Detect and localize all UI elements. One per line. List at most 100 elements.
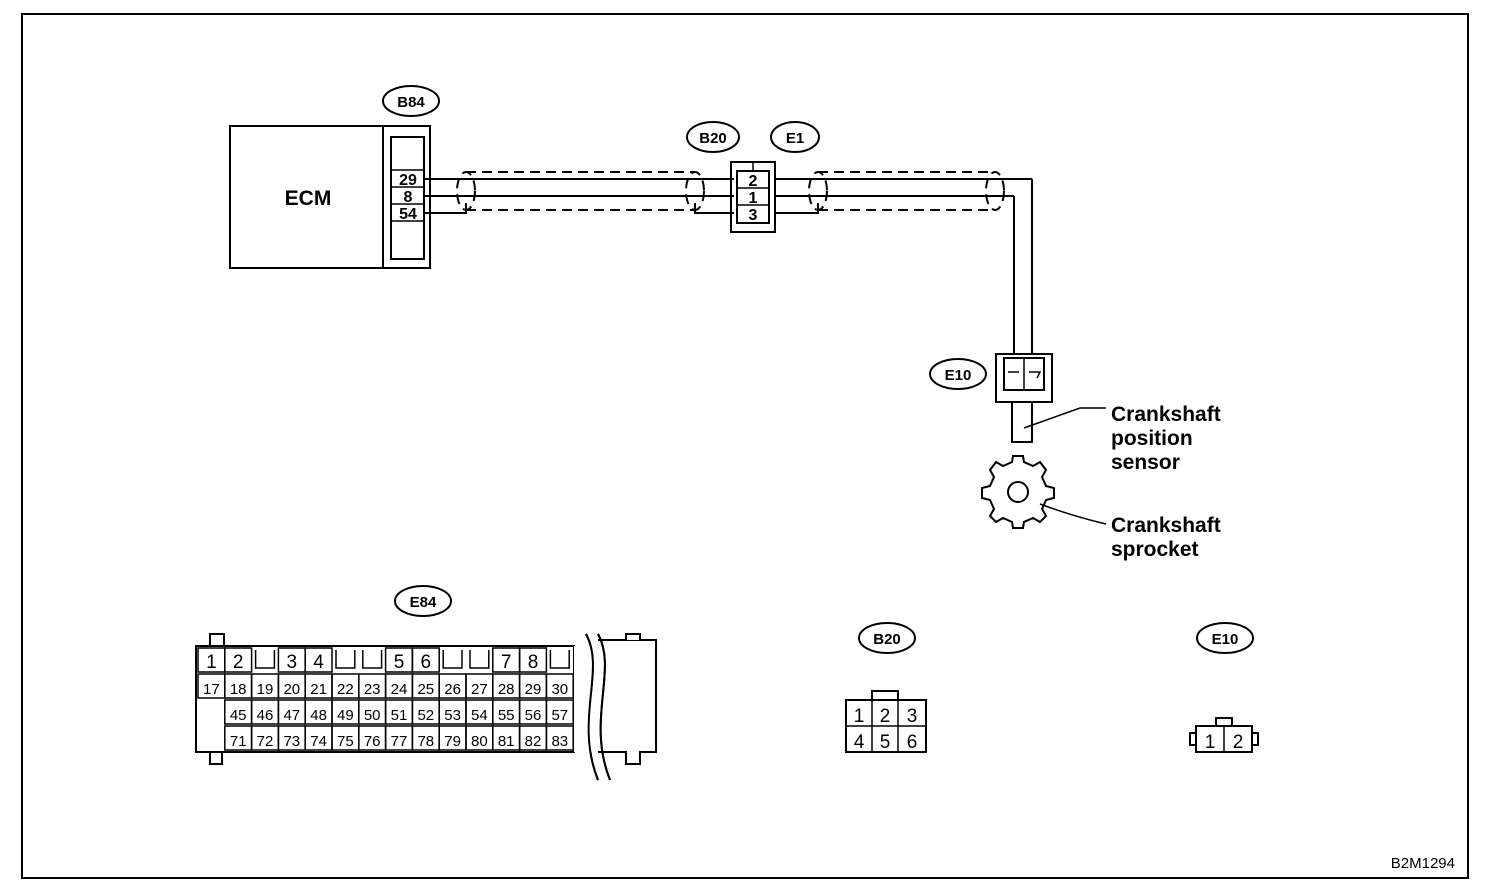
b20-face-pin-3: 3 [907,706,918,727]
e84-notch [549,650,570,669]
ecm-pin-8: 8 [404,189,413,206]
e84-pin-29: 29 [525,681,542,698]
callout-b20-bottom: B20 [858,622,916,654]
svg-text:E1: E1 [786,130,804,147]
e84-pin-18: 18 [230,681,247,698]
e84-pin-2: 2 [233,652,244,673]
e84-pin-52: 52 [417,707,434,724]
e84-notch [442,650,463,669]
connector-e10 [995,353,1053,443]
b20-face-pin-5: 5 [880,732,891,753]
e84-pin-78: 78 [417,733,434,750]
e84-pin-83: 83 [551,733,568,750]
connector-e10-face: 1 2 [1189,717,1259,753]
e84-pin-30: 30 [551,681,568,698]
svg-text:E10: E10 [1212,631,1239,648]
callout-e1: E1 [770,121,820,153]
e84-cell-r1-5 [411,647,440,673]
crankshaft-sprocket [981,455,1107,529]
connector-b20-e1: 2 1 3 [730,161,776,233]
e10-face-pin-1: 1 [1205,732,1216,753]
diagram-frame [21,13,1469,879]
e84-cell-r1-1 [224,647,253,673]
e84-pin-57: 57 [551,707,568,724]
e84-pin-56: 56 [525,707,542,724]
harness-e1-to-sensor [775,171,1033,358]
e84-pin-54: 54 [471,707,488,724]
e84-pin-17: 17 [203,681,220,698]
svg-text:Crankshaft: Crankshaft [1111,403,1221,426]
e84-pin-71: 71 [230,733,247,750]
b20-face-pin-1: 1 [854,706,865,727]
svg-text:sprocket: sprocket [1111,538,1199,561]
ecm-connector-b84 [390,136,425,260]
e10-face-pin-2: 2 [1233,732,1244,753]
b20-face-pin-2: 2 [880,706,891,727]
svg-text:B84: B84 [397,94,425,111]
figure-code: B2M1294 [1391,855,1455,872]
e84-pin-47: 47 [283,707,300,724]
e84-pin-3: 3 [287,652,298,673]
e84-pin-22: 22 [337,681,354,698]
callout-e10-bottom: E10 [1196,622,1254,654]
e84-pin-48: 48 [310,707,327,724]
e84-pin-75: 75 [337,733,354,750]
svg-text:Crankshaft: Crankshaft [1111,514,1221,537]
b20-e1-pin-3: 3 [749,207,758,224]
svg-text:B20: B20 [699,130,727,147]
e84-pin-46: 46 [257,707,274,724]
svg-text:B20: B20 [873,631,901,648]
callout-e84: E84 [394,585,452,617]
e84-pin-19: 19 [257,681,274,698]
connector-b20-face: 1 2 3 4 5 6 [845,690,927,753]
callout-e10-top: E10 [929,358,987,390]
e84-pin-72: 72 [257,733,274,750]
e84-notch [469,650,490,669]
e84-cell-r4-12 [545,725,574,751]
e84-pin-5: 5 [394,652,405,673]
e84-pin-24: 24 [391,681,408,698]
b20-e1-pin-1: 1 [749,190,758,207]
e84-pin-50: 50 [364,707,381,724]
e84-cell-r3-12 [545,699,574,725]
e84-pin-80: 80 [471,733,488,750]
e84-notch [335,650,356,669]
callout-b20-top: B20 [686,121,740,153]
harness-ecm-to-b20 [424,171,734,214]
b20-face-pin-4: 4 [854,732,865,753]
e84-pin-55: 55 [498,707,515,724]
e84-notch [254,650,276,669]
ecm-pin-54: 54 [399,206,417,223]
svg-text:E84: E84 [410,594,437,611]
b20-e1-pin-2: 2 [749,173,758,190]
e84-pin-82: 82 [525,733,542,750]
e84-pin-26: 26 [444,681,461,698]
callout-b84: B84 [382,85,440,117]
e84-pin-81: 81 [498,733,515,750]
e84-pin-8: 8 [528,652,539,673]
e84-pin-27: 27 [471,681,488,698]
e84-pin-73: 73 [283,733,300,750]
sprocket-label: Crankshaft sprocket [1111,514,1221,561]
ecm-pin-29: 29 [399,172,417,189]
e84-pin-28: 28 [498,681,515,698]
e84-pin-25: 25 [417,681,434,698]
ecm-label: ECM [285,187,332,210]
e84-pin-7: 7 [501,652,512,673]
e84-pin-53: 53 [444,707,461,724]
svg-text:position: position [1111,427,1193,450]
b20-face-pin-6: 6 [907,732,918,753]
e84-pin-79: 79 [444,733,461,750]
e84-pin-51: 51 [391,707,408,724]
e84-cell-r1-7 [518,647,548,673]
e84-notch [362,650,383,669]
e84-pin-6: 6 [421,652,432,673]
svg-text:E10: E10 [945,367,972,384]
sensor-label: Crankshaft position sensor [1023,403,1221,474]
e84-pin-20: 20 [283,681,300,698]
e84-pin-76: 76 [364,733,381,750]
e84-pin-45: 45 [230,707,247,724]
e84-pin-77: 77 [391,733,408,750]
